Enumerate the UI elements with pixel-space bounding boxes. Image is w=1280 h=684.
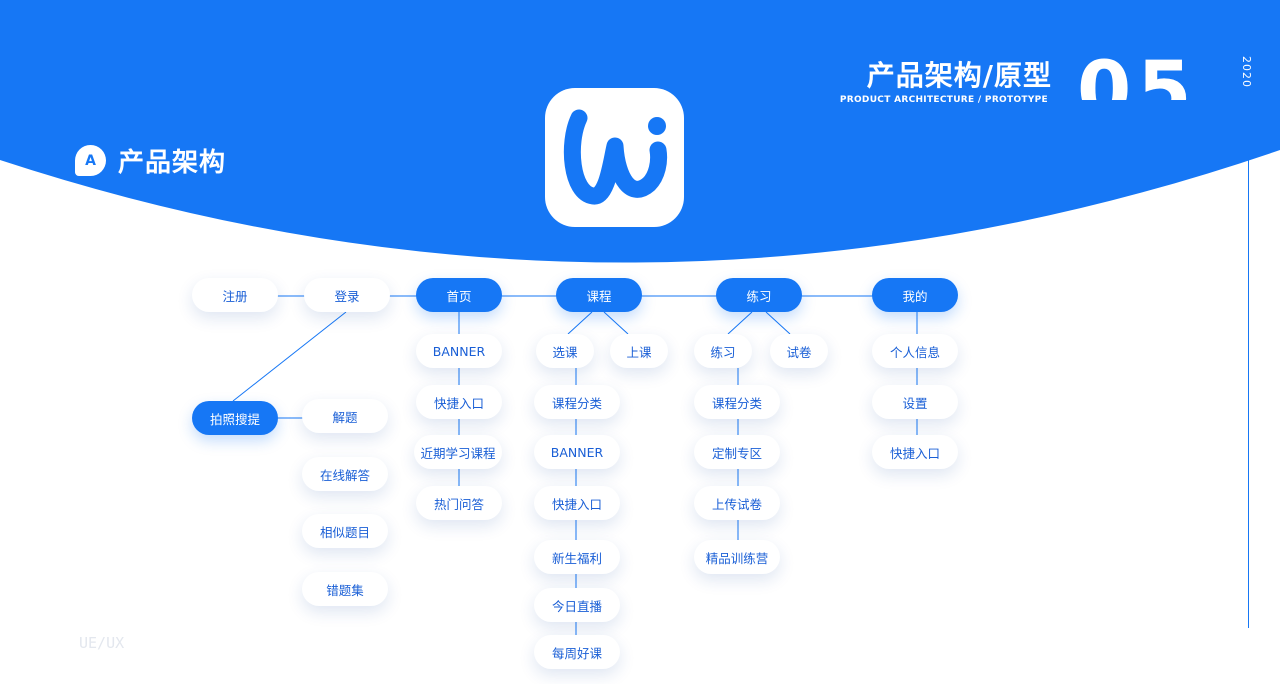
- node-custom-zone[interactable]: 定制专区: [694, 435, 780, 469]
- node-personal-info[interactable]: 个人信息: [872, 334, 958, 368]
- year-label: 2020: [1240, 56, 1253, 88]
- app-logo: [545, 88, 684, 227]
- node-online-answer[interactable]: 在线解答: [302, 457, 388, 491]
- node-course[interactable]: 课程: [556, 278, 642, 312]
- node-hot-qa[interactable]: 热门问答: [416, 486, 502, 520]
- course-to-attend-line: [603, 311, 629, 335]
- node-home[interactable]: 首页: [416, 278, 502, 312]
- node-photo-search[interactable]: 拍照搜提: [192, 401, 278, 435]
- node-course-category[interactable]: 课程分类: [534, 385, 620, 419]
- node-upload-paper[interactable]: 上传试卷: [694, 486, 780, 520]
- node-camp[interactable]: 精品训练营: [694, 540, 780, 574]
- node-settings[interactable]: 设置: [872, 385, 958, 419]
- course-to-select-line: [567, 311, 593, 335]
- node-solve[interactable]: 解题: [302, 399, 388, 433]
- section-title: 产品架构: [118, 148, 227, 178]
- watermark: UE/UX: [79, 634, 125, 652]
- node-course-banner[interactable]: BANNER: [534, 435, 620, 469]
- node-mine-shortcut[interactable]: 快捷入口: [872, 435, 958, 469]
- node-home-banner[interactable]: BANNER: [416, 334, 502, 368]
- node-similar[interactable]: 相似题目: [302, 514, 388, 548]
- section-label: A 产品架构: [75, 142, 226, 179]
- node-home-shortcut[interactable]: 快捷入口: [416, 385, 502, 419]
- node-wrong-set[interactable]: 错题集: [302, 572, 388, 606]
- page-subtitle: PRODUCT ARCHITECTURE / PROTOTYPE: [839, 95, 1048, 105]
- node-select-course[interactable]: 选课: [536, 334, 594, 368]
- node-practice[interactable]: 练习: [716, 278, 802, 312]
- practice-to-paper-line: [765, 311, 791, 335]
- node-practice-sub[interactable]: 练习: [694, 334, 752, 368]
- node-course-shortcut[interactable]: 快捷入口: [534, 486, 620, 520]
- node-register[interactable]: 注册: [192, 278, 278, 312]
- node-login[interactable]: 登录: [304, 278, 390, 312]
- node-paper[interactable]: 试卷: [770, 334, 828, 368]
- node-weekly-course[interactable]: 每周好课: [534, 635, 620, 669]
- node-today-live[interactable]: 今日直播: [534, 588, 620, 622]
- page-number-text: 05: [1077, 46, 1198, 100]
- node-practice-category[interactable]: 课程分类: [694, 385, 780, 419]
- page-title: 产品架构/原型: [866, 59, 1052, 92]
- page-number: 05: [1077, 46, 1207, 100]
- node-recent-courses[interactable]: 近期学习课程: [414, 435, 502, 469]
- login-to-photo-line: [232, 311, 347, 402]
- section-badge: A: [75, 145, 106, 176]
- node-mine[interactable]: 我的: [872, 278, 958, 312]
- right-divider-line: [1248, 116, 1249, 628]
- practice-to-sub-line: [727, 311, 753, 335]
- wi-logo-icon: [563, 109, 668, 205]
- node-attend-class[interactable]: 上课: [610, 334, 668, 368]
- node-new-student[interactable]: 新生福利: [534, 540, 620, 574]
